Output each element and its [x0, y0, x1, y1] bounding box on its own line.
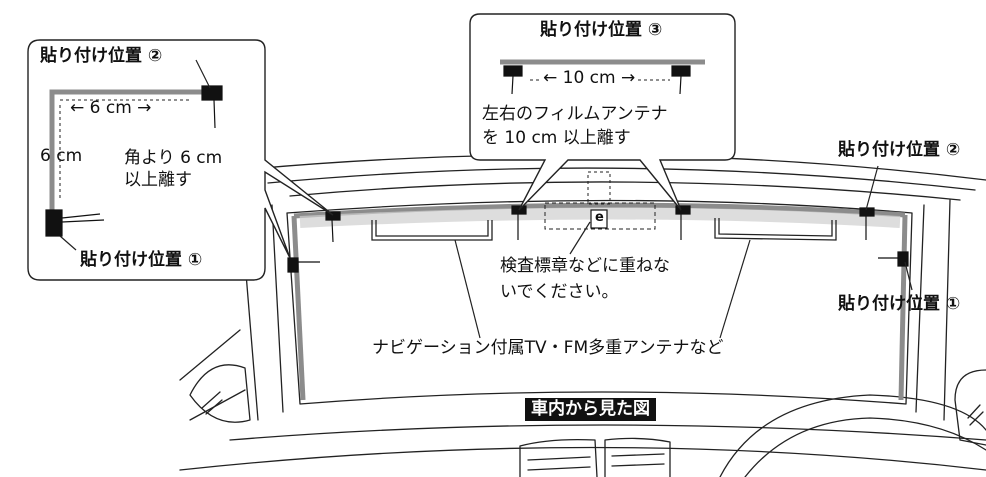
- left-callout-dim-vertical: 6 cm: [40, 146, 83, 166]
- leader-antenna-left: [454, 239, 481, 339]
- right-label-lower: 貼り付け位置 ①: [838, 294, 961, 314]
- left-callout-top-label: 貼り付け位置 ②: [40, 46, 163, 66]
- leader-inspection: [569, 221, 591, 255]
- rearview-mount: [587, 171, 611, 205]
- a-pillar-left: [271, 204, 284, 413]
- left-callout-bottom-label: 貼り付け位置 ①: [80, 250, 203, 270]
- mount-right-lower: [878, 251, 909, 267]
- callout-left-leader: [195, 59, 211, 89]
- callout-left-leader-bottom: [59, 235, 77, 251]
- view-caption: 車内から見た図: [525, 398, 656, 421]
- leader-antenna-right: [719, 239, 751, 339]
- mirror-left: [189, 364, 251, 423]
- center-callout-note-line1: 左右のフィルムアンテナ: [482, 104, 668, 124]
- mount-center-left: [511, 205, 527, 240]
- callout-left-strip: [49, 89, 212, 232]
- callout-center-mount-left: [503, 65, 523, 95]
- steering-wheel-inner: [744, 417, 986, 477]
- a-pillar-right: [915, 204, 925, 413]
- antenna-strip-left: [291, 215, 306, 401]
- inspection-sticker: [590, 209, 608, 229]
- mount-right-upper: [859, 207, 875, 240]
- inspection-area: [544, 202, 656, 230]
- body-line-left: [179, 329, 246, 421]
- left-callout-note-line1: 角より 6 cm: [124, 148, 223, 168]
- left-callout-dim-horizontal: ← 6 cm →: [70, 98, 152, 118]
- inspection-note-line2: いでください。: [500, 282, 619, 302]
- windshield-frame: [286, 199, 913, 405]
- center-callout-note-line2: を 10 cm 以上離す: [482, 128, 631, 148]
- leader-right-upper: [865, 165, 879, 211]
- mount-left-lower: [287, 257, 320, 273]
- center-callout-dim: ← 10 cm →: [540, 70, 639, 87]
- dashboard-top: [229, 424, 986, 441]
- steering-wheel: [719, 394, 986, 477]
- mount-center-right: [675, 205, 691, 240]
- inspection-note-line1: 検査標章などに重ねな: [500, 256, 670, 276]
- center-callout-label: 貼り付け位置 ③: [540, 20, 663, 40]
- right-label-upper: 貼り付け位置 ②: [838, 140, 961, 160]
- antenna-band: [299, 207, 901, 228]
- vent-left: [519, 438, 598, 477]
- antenna-strip-top: [293, 202, 906, 219]
- callout-left-mount-top: [201, 85, 223, 129]
- mount-left-upper: [325, 211, 341, 243]
- vent-left-slats: [527, 456, 591, 471]
- headliner-outline: [267, 167, 976, 191]
- film-antenna-right: [714, 218, 837, 241]
- callout-center-mount-right: [671, 65, 691, 95]
- leader-right-lower: [904, 261, 913, 291]
- a-pillar-right-outer: [943, 199, 951, 421]
- antenna-note: ナビゲーション付属TV・FM多重アンテナなど: [372, 338, 724, 358]
- dashboard-line: [179, 446, 986, 471]
- mirror-right-glare: [967, 404, 984, 426]
- callout-left-mount-bottom: [45, 209, 105, 237]
- vent-right-slats: [611, 453, 665, 467]
- inspection-sticker-glyph: e: [595, 210, 604, 225]
- left-callout-note-line2: 以上離す: [124, 170, 192, 190]
- film-antenna-left: [371, 220, 493, 241]
- mirror-right: [954, 369, 986, 446]
- vent-right: [604, 437, 671, 477]
- headliner-inner: [289, 181, 961, 201]
- antenna-strip-right: [898, 214, 908, 401]
